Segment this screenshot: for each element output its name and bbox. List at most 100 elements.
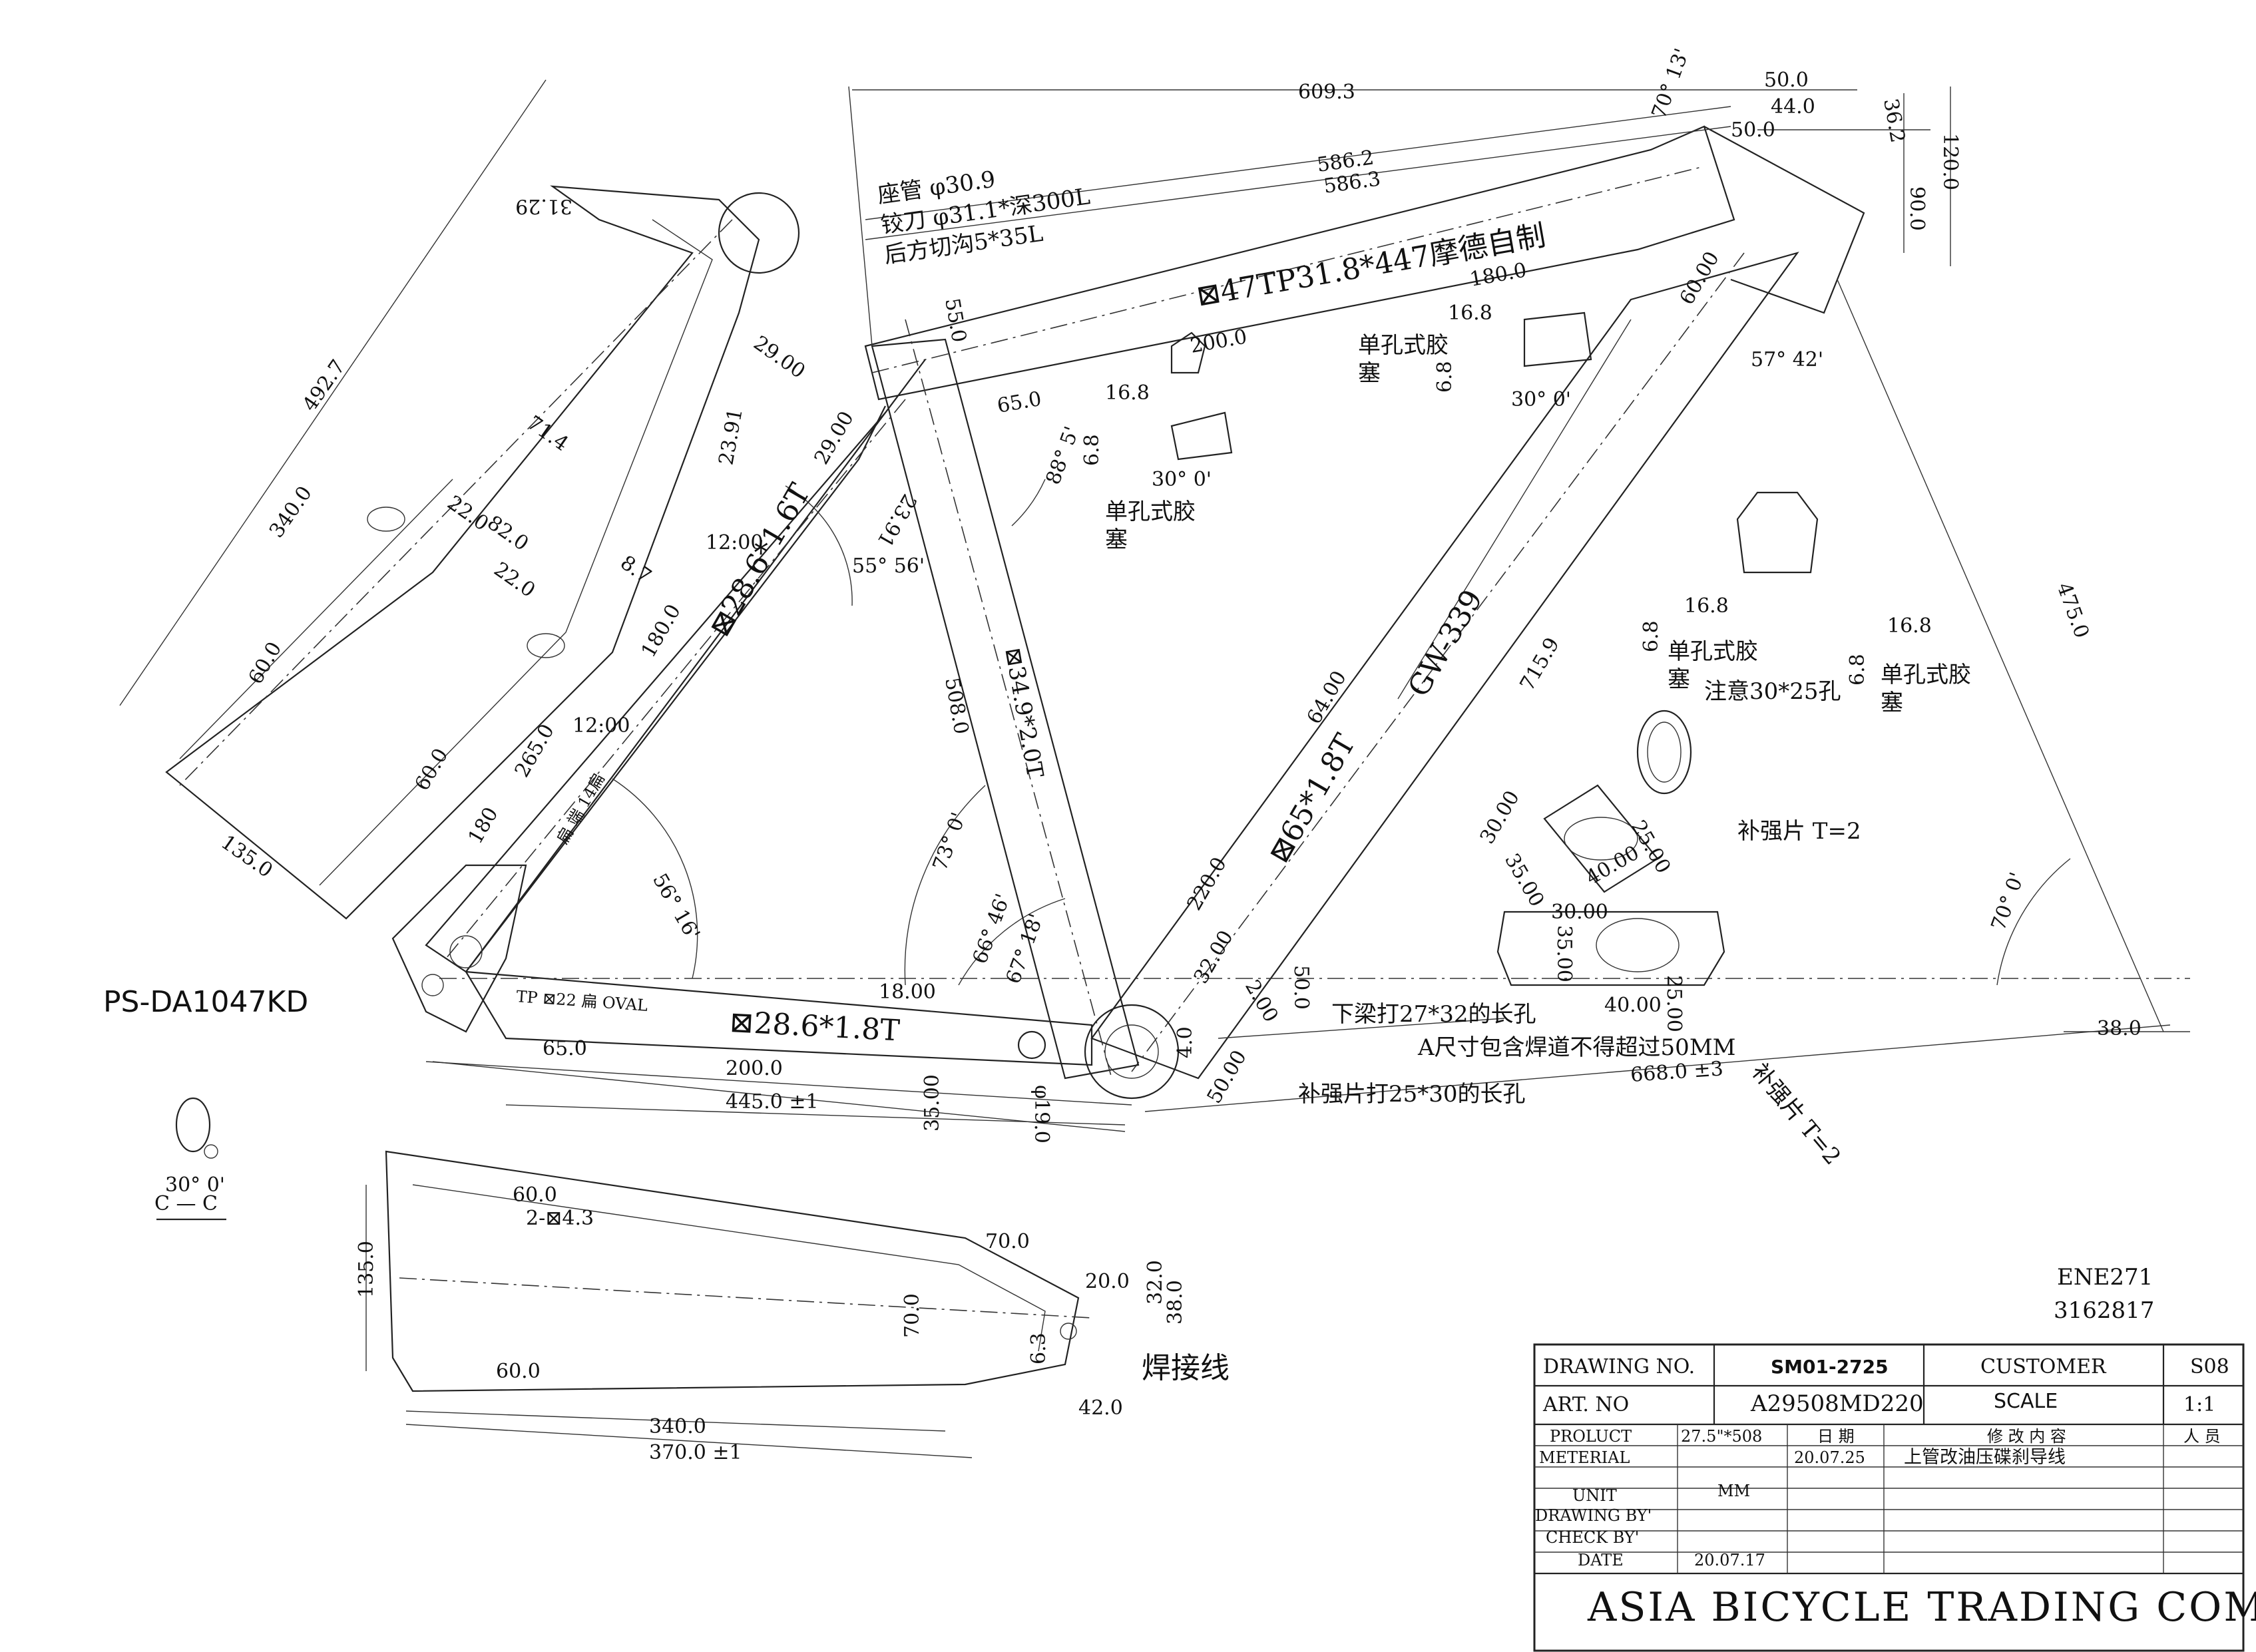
grommet-note: 单孔式胶 [1358, 332, 1449, 359]
dim-label: 64.00 [1303, 667, 1351, 728]
dim-label: 220.0 [1183, 853, 1232, 915]
dim-label: 20.0 [1085, 1270, 1130, 1293]
dim-label: 6.8 [1640, 620, 1663, 652]
dim-label: 50.0 [1731, 118, 1775, 142]
dim-label: 8.7 [616, 551, 655, 588]
dim-label: 35.00 [1552, 925, 1576, 982]
dim-label: 16.8 [1105, 381, 1150, 405]
annotations: 座管 φ30.9 铰刀 φ31.1*深300L 后方切沟5*35L 单孔式胶 塞… [103, 166, 2154, 1385]
slot-note: 下梁打27*32的长孔 [1331, 1001, 1536, 1028]
dim-label: 60.0 [513, 1183, 557, 1207]
tb-scale: 1:1 [2183, 1393, 2215, 1416]
frame-outline [156, 125, 2190, 1392]
reinforce-note: 补强片 T=2 [1746, 1058, 1846, 1170]
dim-label: 120.0 [1938, 133, 1962, 190]
tb-date: 20.07.17 [1694, 1551, 1765, 1569]
dim-label: 508.0 [940, 676, 973, 736]
tb-person-col: 人 员 [2183, 1427, 2221, 1446]
chain-stay-spec: ⊠28.6*1.8T [728, 1005, 900, 1048]
seat-stay-bridge-spec: 扁 端 14扁 [553, 770, 608, 847]
dim-label: 70° 0' [1987, 869, 2030, 934]
dim-label: 135.0 [355, 1241, 378, 1298]
grommet-note: 塞 [1105, 526, 1128, 553]
dim-label: 16.8 [1887, 614, 1932, 638]
down-tube-code: GW-339 [1401, 584, 1489, 703]
tb-customer-label: CUSTOMER [1980, 1355, 2107, 1378]
dim-label: 12:00 [706, 531, 763, 554]
dim-label: 67° 18' [1002, 911, 1048, 987]
tb-date-col: 日 期 [1817, 1427, 1855, 1446]
reinforce-note: 补强片 T=2 [1737, 818, 1861, 845]
dim-label: 30.00 [1551, 901, 1608, 924]
tb-unit: MM [1717, 1482, 1750, 1500]
dim-label: 340.0 [265, 482, 317, 542]
tb-art-no: A29508MD220 [1750, 1390, 1924, 1417]
tb-change-date: 20.07.25 [1794, 1448, 1865, 1467]
grommet-note: 单孔式胶 [1105, 499, 1196, 525]
dim-label: 60.0 [244, 638, 287, 688]
dim-label: 475.0 [2052, 580, 2093, 642]
chain-stay-small-spec: TP ⊠22 扁 OVAL [516, 987, 648, 1015]
tb-drawing-by-label: DRAWING BY' [1535, 1506, 1652, 1525]
dim-label: 4.0 [1174, 1026, 1197, 1058]
dim-label: 44.0 [1771, 95, 1815, 118]
tb-change-col: 修 改 内 容 [1987, 1427, 2066, 1446]
dim-label: 6.8 [1846, 654, 1869, 686]
dim-label: 23.91 [714, 407, 747, 467]
dim-label: 180 [464, 803, 503, 848]
tb-product: 27.5"*508 [1681, 1427, 1762, 1446]
dim-label: 30° 0' [1152, 468, 1212, 491]
dim-label: 73° 0' [929, 809, 971, 874]
ene-number: 3162817 [2054, 1297, 2154, 1324]
dim-label: 30° 0' [1511, 388, 1571, 411]
slot-note: 补强片打25*30的长孔 [1298, 1081, 1526, 1108]
dim-label: 55° 56' [852, 554, 925, 578]
hole-note: 注意30*25孔 [1704, 678, 1841, 705]
dim-label: 32.00 [1190, 927, 1238, 988]
dim-label: 492.7 [298, 355, 350, 415]
tb-check-by-label: CHECK BY' [1546, 1528, 1639, 1547]
dim-label: 65.0 [543, 1037, 587, 1060]
grommet-note: 塞 [1668, 666, 1690, 693]
dim-label: 60.0 [411, 745, 453, 795]
seat-tube-spec: ⊠34.9*2.0T [999, 646, 1048, 780]
dim-label: 340.0 [649, 1415, 706, 1438]
dim-label: 16.8 [1448, 302, 1492, 325]
dim-label: 16.8 [1684, 594, 1729, 618]
dim-label: 36.2 [1879, 97, 1909, 144]
tb-material-label: METERIAL [1539, 1448, 1630, 1467]
dim-label: 70.0 [985, 1230, 1030, 1253]
dim-label: 715.9 [1516, 634, 1564, 695]
dim-label: 60.00 [1676, 248, 1724, 309]
tb-scale-label: SCALE [1994, 1390, 2058, 1413]
tb-change-text: 上管改油压碟刹导线 [1904, 1447, 2066, 1468]
tb-company: ASIA BICYCLE TRADING COMPANY [1587, 1584, 2256, 1631]
holes-note: 2-⊠4.3 [526, 1207, 594, 1230]
dim-label: 50.00 [1203, 1046, 1251, 1108]
dim-label: 65.0 [995, 387, 1043, 418]
dim-label: 6.8 [1433, 361, 1457, 393]
dim-label: 38.0 [2097, 1017, 2142, 1040]
section-label: C — C [154, 1192, 218, 1215]
dim-label: 6.8 [1080, 434, 1104, 466]
ene-code: ENE271 [2057, 1264, 2153, 1291]
title-block: DRAWING NO. SM01-2725 CUSTOMER S08 ART. … [1533, 1343, 2256, 1652]
dim-label: 29.00 [810, 407, 859, 469]
dim-label: 23.91 [872, 490, 921, 551]
grommet-note: 单孔式胶 [1881, 662, 1971, 688]
tb-unit-label: UNIT [1572, 1486, 1617, 1505]
weld-line-note: 焊接线 [1142, 1351, 1230, 1385]
dim-label: 40.00 [1582, 841, 1644, 890]
dim-label: 18.00 [879, 980, 936, 1004]
dim-label: 609.3 [1298, 81, 1355, 104]
tb-customer: S08 [2190, 1355, 2229, 1378]
dim-label: 370.0 ±1 [649, 1441, 742, 1464]
dim-label: 50.0 [1764, 69, 1809, 92]
dim-label: 32.0 [1144, 1260, 1167, 1305]
dim-label: 668.0 ±3 [1630, 1057, 1724, 1087]
dim-label: 2.00 [1240, 976, 1283, 1026]
tb-drawing-no: SM01-2725 [1771, 1356, 1889, 1378]
dim-label: 38.0 [1164, 1280, 1187, 1325]
dim-label: 445.0 ±1 [726, 1090, 819, 1114]
